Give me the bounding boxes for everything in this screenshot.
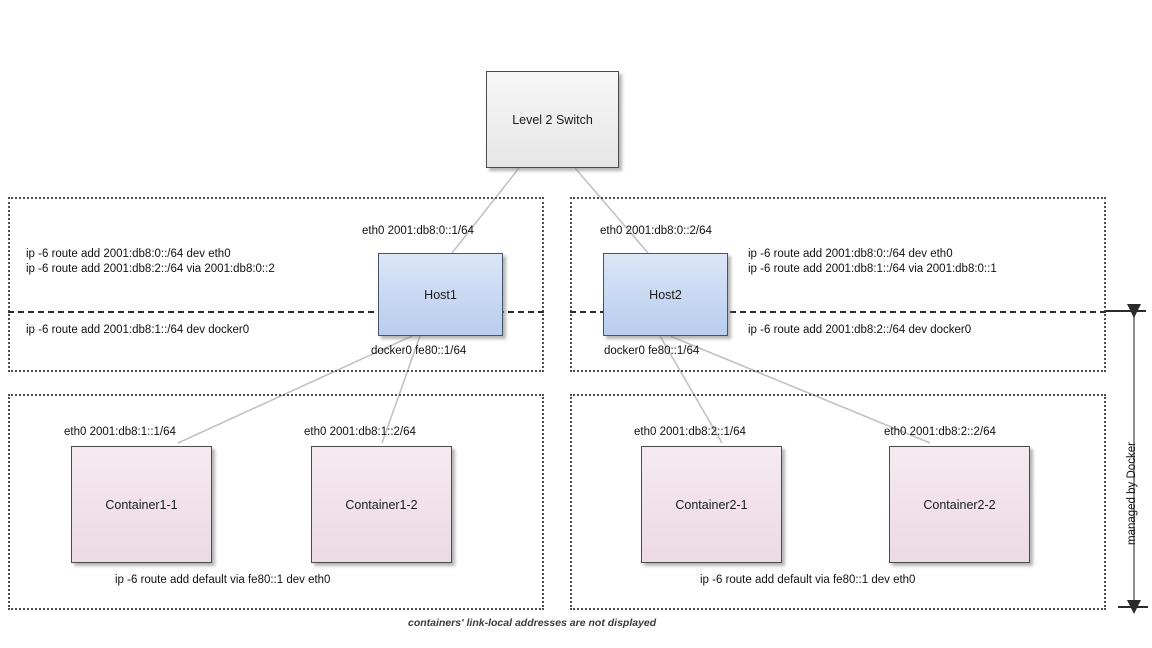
host1-docker0-address: docker0 fe80::1/64	[371, 345, 467, 357]
container1-1-label: Container1-1	[105, 497, 178, 512]
container2-2-node: Container2-2	[889, 446, 1030, 563]
host2-label: Host2	[649, 287, 682, 302]
host1-docker-boundary	[8, 311, 544, 313]
container1-1-eth0-address: eth0 2001:db8:1::1/64	[64, 426, 176, 438]
host1-route-line-1: ip -6 route add 2001:db8:0::/64 dev eth0	[26, 248, 231, 260]
host1-region	[8, 197, 544, 372]
container2-2-label: Container2-2	[923, 497, 996, 512]
container1-2-label: Container1-2	[345, 497, 418, 512]
switch-label: Level 2 Switch	[512, 112, 593, 127]
container-group-1-region	[8, 394, 544, 610]
host2-route-docker0: ip -6 route add 2001:db8:2::/64 dev dock…	[748, 323, 971, 338]
host1-route-docker0: ip -6 route add 2001:db8:1::/64 dev dock…	[26, 323, 249, 338]
host1-label: Host1	[424, 287, 457, 302]
switch-node: Level 2 Switch	[486, 71, 619, 168]
managed-by-docker-label: managed by Docker	[1126, 442, 1138, 545]
host2-eth0-address: eth0 2001:db8:0::2/64	[600, 225, 712, 237]
host2-route-line-1: ip -6 route add 2001:db8:0::/64 dev eth0	[748, 248, 953, 260]
container2-1-node: Container2-1	[641, 446, 782, 563]
container-group-2-default-route: ip -6 route add default via fe80::1 dev …	[700, 574, 916, 586]
host1-route-line-2: ip -6 route add 2001:db8:2::/64 via 2001…	[26, 263, 275, 275]
container2-2-eth0-address: eth0 2001:db8:2::2/64	[884, 426, 996, 438]
host2-route-line-2: ip -6 route add 2001:db8:1::/64 via 2001…	[748, 263, 997, 275]
host2-docker0-address: docker0 fe80::1/64	[604, 345, 700, 357]
host2-docker-boundary	[570, 311, 1106, 313]
host1-node: Host1	[378, 253, 503, 336]
container-group-2-region	[570, 394, 1106, 610]
container1-1-node: Container1-1	[71, 446, 212, 563]
host1-eth0-address: eth0 2001:db8:0::1/64	[362, 225, 474, 237]
container2-1-label: Container2-1	[675, 497, 748, 512]
host2-region	[570, 197, 1106, 372]
host1-route-line-3: ip -6 route add 2001:db8:1::/64 dev dock…	[26, 324, 250, 336]
container1-2-node: Container1-2	[311, 446, 452, 563]
host1-route-eth0: ip -6 route add 2001:db8:0::/64 dev eth0…	[26, 247, 275, 277]
container1-2-eth0-address: eth0 2001:db8:1::2/64	[304, 426, 416, 438]
host2-node: Host2	[603, 253, 728, 336]
container-group-1-default-route: ip -6 route add default via fe80::1 dev …	[115, 574, 331, 586]
host2-route-line-3: ip -6 route add 2001:db8:2::/64 dev dock…	[748, 324, 972, 336]
footer-note: containers' link-local addresses are not…	[408, 617, 657, 629]
container2-1-eth0-address: eth0 2001:db8:2::1/64	[634, 426, 746, 438]
host2-route-eth0: ip -6 route add 2001:db8:0::/64 dev eth0…	[748, 247, 997, 277]
